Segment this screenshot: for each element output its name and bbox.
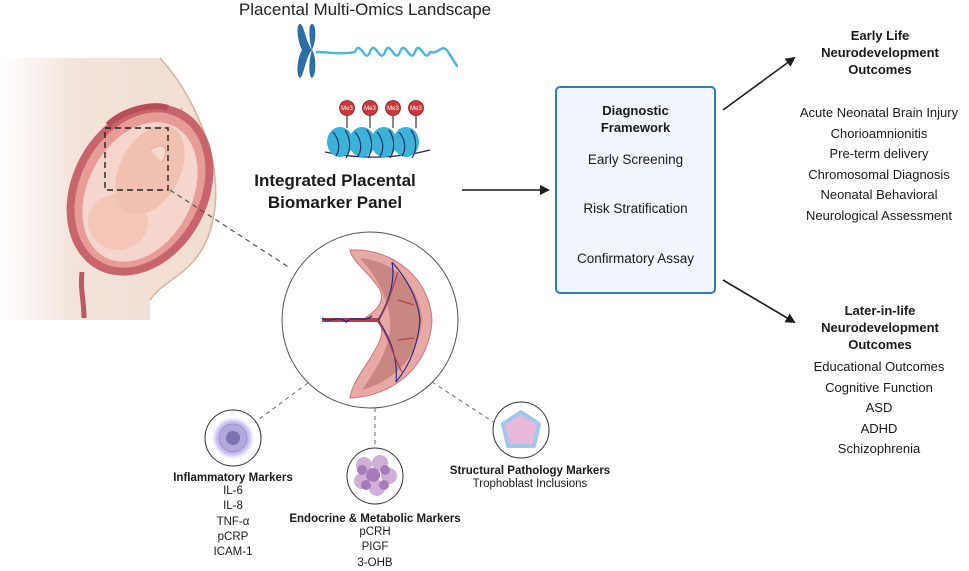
multi-omics-title: Placental Multi-Omics Landscape (238, 0, 492, 19)
endocrine-cell-cluster-icon (346, 447, 404, 505)
placenta-illustration (281, 231, 459, 409)
zoom-connector-line (169, 189, 291, 269)
step-risk-stratification: Risk Stratification (583, 201, 688, 216)
endocrine-markers-section: Endocrine & Metabolic Markers pCRH PIGF … (285, 513, 465, 571)
list-item: Educational Outcomes (813, 359, 945, 374)
list-item: Trophoblast Inclusions (472, 478, 588, 490)
trophoblast-inclusion-icon (492, 401, 550, 459)
heading-line: Outcomes (848, 337, 912, 352)
list-item: PIGF (361, 541, 389, 554)
list-item: 3-OHB (357, 556, 393, 569)
diagnostic-framework-title: Diagnostic Framework (557, 102, 714, 136)
zoom-region-box (104, 127, 169, 191)
me3-label: Me3 (410, 106, 422, 112)
list-item: ADHD (860, 420, 898, 436)
to-early-outcomes-arrow (722, 56, 796, 111)
later-outcomes-list: Educational Outcomes Cognitive Function … (784, 357, 969, 460)
list-item: ICAM-1 (213, 546, 253, 559)
later-outcomes-section: Later-in-life Neurodevelopment Outcomes (790, 302, 969, 353)
list-item: Pre-term delivery (829, 146, 929, 161)
list-item: Chorioamnionitis (830, 125, 928, 141)
pregnant-body-illustration (0, 57, 217, 320)
step-confirmatory-assay: Confirmatory Assay (576, 251, 695, 266)
structural-markers-section: Structural Pathology Markers Trophoblast… (440, 465, 620, 492)
list-item: Neonatal Behavioral (820, 187, 938, 202)
list-item: Acute Neonatal Brain Injury (799, 105, 959, 120)
me3-label: Me3 (387, 106, 399, 112)
step-early-screening: Early Screening (587, 152, 684, 167)
early-outcomes-heading: Early Life Neurodevelopment Outcomes (790, 27, 969, 78)
list-item: IL-6 (223, 485, 243, 497)
diagnostic-framework-box: Diagnostic Framework Early Screening Ris… (555, 86, 716, 294)
heading-line: Early Life (850, 28, 910, 43)
heading-line: Outcomes (848, 62, 912, 77)
later-outcomes-heading: Later-in-life Neurodevelopment Outcomes (790, 302, 969, 353)
panel-title-line-2: Biomarker Panel (267, 193, 403, 212)
early-outcomes-section: Early Life Neurodevelopment Outcomes (790, 27, 969, 78)
list-item: IL-8 (223, 500, 243, 513)
heading-line: Later-in-life (844, 303, 916, 318)
list-item: ASD (865, 400, 893, 415)
inflammatory-markers-heading: Inflammatory Markers (173, 472, 293, 484)
panel-title-line-1: Integrated Placental (254, 171, 416, 190)
framework-title-line-1: Diagnostic (602, 103, 669, 118)
list-item: pCRP (217, 530, 249, 543)
structural-markers-heading: Structural Pathology Markers (449, 465, 611, 477)
me3-label: Me3 (341, 106, 353, 112)
framework-title-line-2: Framework (600, 120, 671, 135)
integrated-panel-title: Integrated Placental Biomarker Panel (210, 170, 460, 214)
inflammatory-markers-section: Inflammatory Markers IL-6 IL-8 TNF-α pCR… (158, 472, 308, 560)
endocrine-markers-heading: Endocrine & Metabolic Markers (289, 513, 461, 525)
to-later-outcomes-arrow (722, 279, 796, 324)
heading-line: Neurodevelopment (821, 45, 939, 60)
list-item: Chromosomal Diagnosis (808, 166, 950, 182)
list-item: Neurological Assessment (806, 207, 952, 223)
histone-methylation-icon: Me3 Me3 Me3 Me3 (324, 100, 431, 159)
list-item: Cognitive Function (825, 379, 933, 395)
list-item: TNF-α (216, 515, 250, 528)
chromosome-dna-icon (297, 24, 459, 78)
inflammatory-cell-icon (204, 409, 262, 467)
heading-line: Neurodevelopment (821, 320, 939, 335)
early-outcomes-list: Acute Neonatal Brain Injury Chorioamnion… (784, 103, 969, 226)
list-item: pCRH (359, 526, 391, 538)
list-item: Schizophrenia (837, 441, 921, 456)
me3-label: Me3 (364, 106, 376, 112)
